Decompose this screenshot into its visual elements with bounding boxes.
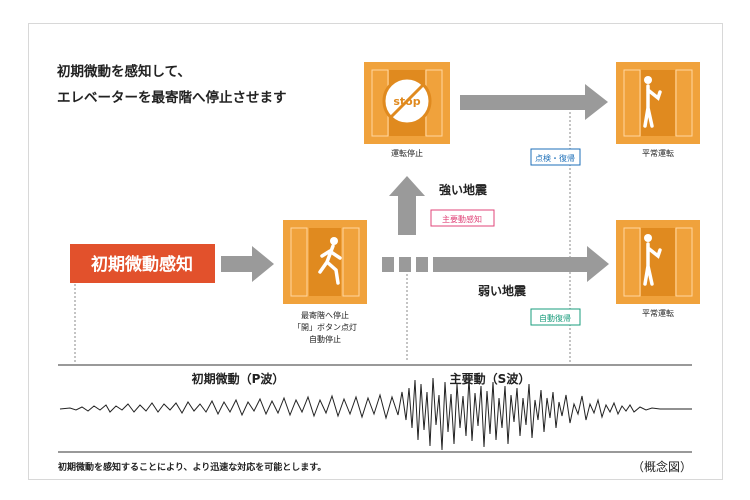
elevator-stopped: stop [364,62,450,144]
arrow-to-nearest [221,246,274,282]
arrow-top-to-normal [460,84,608,120]
caption-nearest-1: 最寄階へ停止 [301,310,349,320]
weak-tag: 自動復帰 [539,313,571,323]
inspection-tag: 点検・復帰 [535,153,575,163]
strong-tag: 主要動感知 [442,214,482,224]
concept-label: （概念図） [632,459,692,474]
stop-icon-text: stop [393,95,420,108]
strong-tag-box [430,209,495,227]
weak-tag-box [530,308,581,326]
caption-nearest-3: 自動停止 [309,334,341,344]
detect-box [70,244,215,283]
elevator-normal-top [616,62,700,144]
headline-line2: エレベーターを最寄階へ停止させます [57,89,287,106]
inspection-tag-box [530,148,581,166]
footer-note: 初期微動を感知することにより、より迅速な対応を可能とします。 [58,461,326,473]
caption-normal-bottom: 平常運転 [642,309,674,318]
arrow-up-strong [389,176,425,235]
strong-quake-label: 強い地震 [439,182,488,197]
broken-arrow-segments [382,257,428,272]
s-wave-label: 主要動（S波） [450,371,531,386]
elevator-normal-bottom [616,220,700,304]
caption-stopped: 運転停止 [391,148,423,158]
detect-box-label: 初期微動感知 [91,254,193,275]
elevator-nearest-floor [283,220,367,304]
arrow-weak-to-normal [433,246,609,282]
weak-quake-label: 弱い地震 [478,283,527,298]
seismic-waveform [59,377,692,451]
headline-line1: 初期微動を感知して、 [57,63,191,80]
caption-nearest-2: 「開」ボタン点灯 [293,322,357,332]
p-wave-label: 初期微動（P波） [192,371,285,386]
caption-normal-top: 平常運転 [642,149,674,158]
